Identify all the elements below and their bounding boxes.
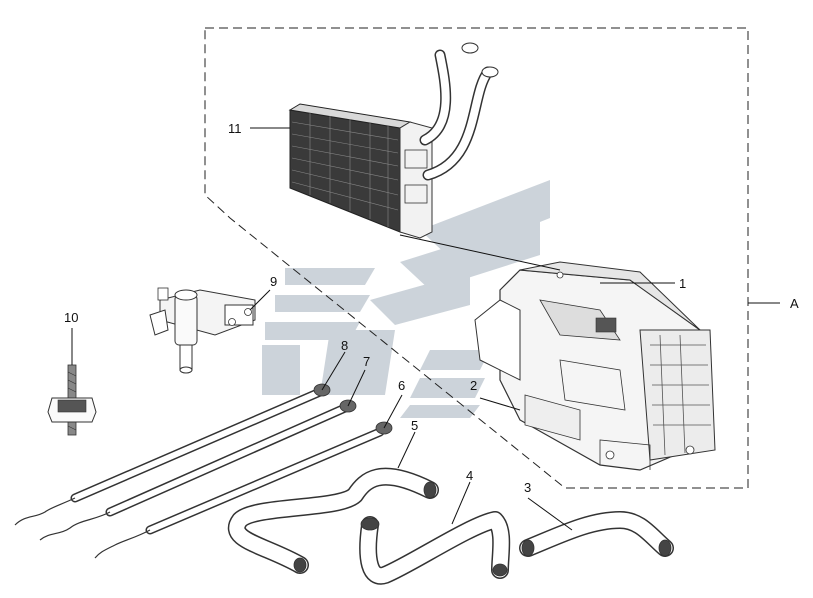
- hose-3: [519, 511, 674, 557]
- callout-labels: 11 1 2 3 4 5 6 7 8 9 10 A: [64, 121, 799, 495]
- callout-A: A: [790, 296, 799, 311]
- callout-3: 3: [524, 480, 531, 495]
- watermark-logo: [262, 180, 550, 418]
- callout-8: 8: [341, 338, 348, 353]
- callout-7: 7: [363, 354, 370, 369]
- leader-lines: [71, 127, 780, 531]
- callout-1: 1: [679, 276, 686, 291]
- hose-4: [359, 511, 511, 585]
- hose-5: [227, 467, 439, 574]
- heater-housing: [474, 261, 716, 471]
- callout-5: 5: [411, 418, 418, 433]
- control-cables: [14, 383, 393, 559]
- callout-4: 4: [466, 468, 473, 483]
- callout-10: 10: [64, 310, 78, 325]
- hose-clip: [47, 364, 97, 436]
- callout-9: 9: [270, 274, 277, 289]
- heater-core: [288, 42, 499, 239]
- callout-6: 6: [398, 378, 405, 393]
- water-valve: [149, 287, 256, 374]
- callout-2: 2: [470, 378, 477, 393]
- callout-11: 11: [228, 121, 242, 136]
